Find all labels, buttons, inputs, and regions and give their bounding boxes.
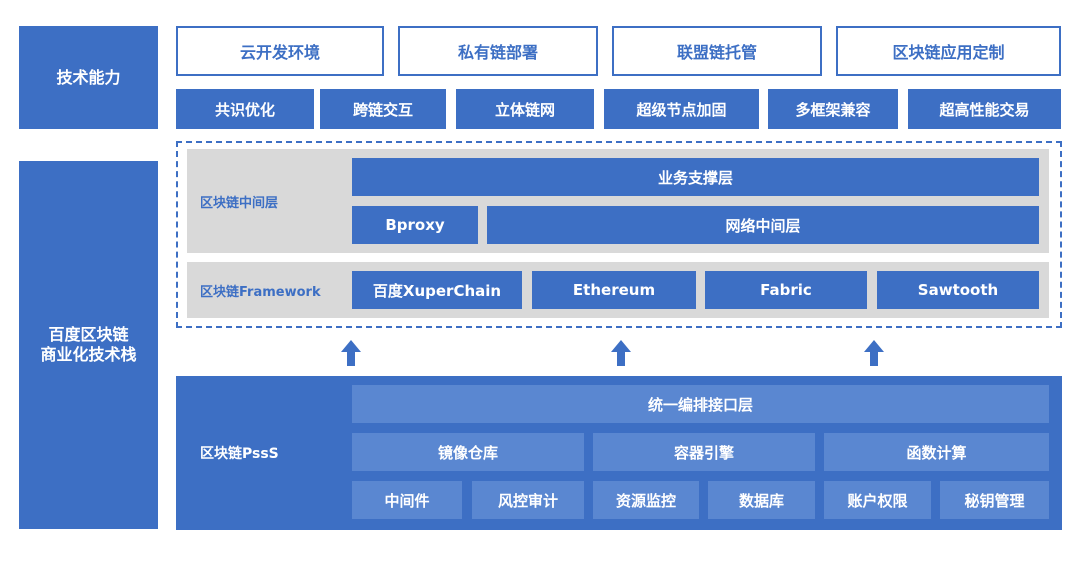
arrow-up-icon [864, 340, 884, 366]
feature-multi-framework: 多框架兼容 [768, 89, 898, 129]
feature-label: 超级节点加固 [636, 100, 727, 119]
paas-item-label: 资源监控 [615, 491, 676, 510]
orchestration-layer: 统一编排接口层 [352, 385, 1049, 423]
group-function-compute: 函数计算 [824, 433, 1049, 471]
left-label-tech-capability: 技术能力 [19, 26, 158, 129]
feature-label: 跨链交互 [352, 100, 413, 119]
service-label: 云开发环境 [239, 43, 320, 62]
arrow-up-icon [611, 340, 631, 366]
framework-item-label: Ethereum [572, 281, 656, 299]
group-label: 函数计算 [906, 443, 967, 462]
item-risk-audit: 风控审计 [472, 481, 584, 519]
feature-label: 超高性能交易 [939, 100, 1030, 119]
framework-label: 区块链Framework [200, 262, 321, 318]
feature-super-node: 超级节点加固 [604, 89, 759, 129]
framework-fabric: Fabric [705, 271, 867, 309]
item-account-permission: 账户权限 [824, 481, 931, 519]
left-label-line2: 商业化技术栈 [40, 345, 137, 364]
orchestration-label: 统一编排接口层 [647, 395, 753, 414]
item-key-management: 秘钥管理 [940, 481, 1049, 519]
paas-label-text: 区块链PssS [200, 446, 279, 462]
paas-label: 区块链PssS [200, 376, 279, 530]
framework-ethereum: Ethereum [532, 271, 696, 309]
business-support-label: 业务支撑层 [657, 168, 733, 187]
network-middleware-label: 网络中间层 [725, 216, 801, 235]
bproxy-box: Bproxy [352, 206, 478, 244]
group-image-repo: 镜像仓库 [352, 433, 584, 471]
service-app-custom: 区块链应用定制 [836, 26, 1061, 76]
framework-item-label: Sawtooth [917, 281, 999, 299]
left-label-line1: 百度区块链 [48, 325, 129, 344]
framework-item-label: 百度XuperChain [372, 281, 502, 300]
item-database: 数据库 [708, 481, 815, 519]
feature-high-perf: 超高性能交易 [908, 89, 1061, 129]
service-consortium: 联盟链托管 [612, 26, 822, 76]
paas-item-label: 秘钥管理 [964, 491, 1025, 510]
service-cloud-dev: 云开发环境 [176, 26, 384, 76]
paas-item-label: 账户权限 [847, 491, 908, 510]
left-label-text: 技术能力 [56, 67, 121, 87]
network-middleware-layer: 网络中间层 [487, 206, 1039, 244]
middleware-label-text: 区块链中间层 [200, 195, 279, 211]
item-middleware: 中间件 [352, 481, 462, 519]
group-label: 镜像仓库 [437, 443, 498, 462]
framework-sawtooth: Sawtooth [877, 271, 1039, 309]
feature-consensus: 共识优化 [176, 89, 314, 129]
feature-3d-network: 立体链网 [456, 89, 594, 129]
service-label: 私有链部署 [457, 43, 538, 62]
framework-label-text: 区块链Framework [200, 284, 321, 300]
feature-label: 立体链网 [494, 100, 555, 119]
group-label: 容器引擎 [673, 443, 734, 462]
framework-xuperchain: 百度XuperChain [352, 271, 522, 309]
feature-label: 多框架兼容 [795, 100, 871, 119]
middleware-label: 区块链中间层 [200, 149, 278, 253]
business-support-layer: 业务支撑层 [352, 158, 1039, 196]
paas-item-label: 风控审计 [497, 491, 558, 510]
service-private-chain: 私有链部署 [398, 26, 598, 76]
bproxy-label: Bproxy [385, 216, 445, 234]
left-label-baidu-stack: 百度区块链 商业化技术栈 [19, 161, 158, 529]
paas-item-label: 中间件 [384, 491, 430, 510]
feature-label: 共识优化 [214, 100, 275, 119]
paas-item-label: 数据库 [738, 491, 784, 510]
arrow-up-icon [341, 340, 361, 366]
group-container-engine: 容器引擎 [593, 433, 815, 471]
middleware-dashed-frame [176, 141, 1062, 328]
service-label: 联盟链托管 [676, 43, 757, 62]
framework-item-label: Fabric [760, 281, 812, 299]
feature-cross-chain: 跨链交互 [320, 89, 446, 129]
item-resource-monitor: 资源监控 [593, 481, 699, 519]
service-label: 区块链应用定制 [892, 43, 1005, 62]
